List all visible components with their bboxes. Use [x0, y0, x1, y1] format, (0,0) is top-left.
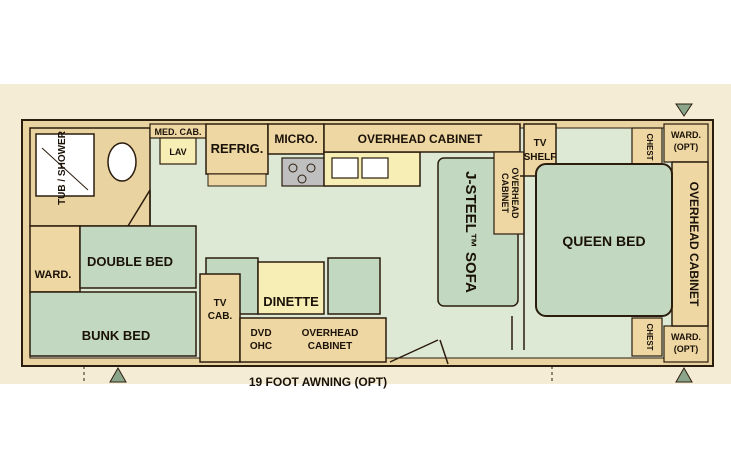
- queen-bed: [535, 163, 673, 317]
- ward-top-label: (OPT): [674, 142, 699, 152]
- chest-top-label: CHEST: [645, 133, 654, 160]
- micro-label: MICRO.: [274, 132, 317, 146]
- bunk-bed: [29, 291, 197, 357]
- awning-label: 19 FOOT AWNING (OPT): [249, 375, 387, 389]
- double-bed: [79, 225, 197, 289]
- tv-cab-label: TV: [214, 298, 227, 309]
- dinette-table: [257, 261, 325, 315]
- lav-label: LAV: [169, 147, 186, 157]
- bedroom-wall: [511, 175, 525, 350]
- refrig-label: REFRIG.: [211, 141, 264, 156]
- dvd-ohc-label: DVD: [250, 328, 271, 339]
- marker-bottom-left: [109, 366, 127, 383]
- chest-top: [631, 127, 663, 167]
- overhead-cabinet-bottom: [239, 317, 387, 363]
- overhead-cabinet-small: [493, 151, 525, 235]
- double-bed-label: DOUBLE BED: [87, 254, 173, 269]
- queen-bed-label: QUEEN BED: [562, 233, 645, 249]
- marker-top-right: [675, 103, 693, 117]
- tv-shelf-label: SHELF: [524, 152, 557, 163]
- refrigerator-base: [207, 173, 267, 187]
- bath-door-swing: [127, 189, 151, 227]
- toilet: [107, 142, 137, 182]
- sink-basin: [331, 157, 359, 179]
- overhead-cabinet-small-label: CABINET: [500, 173, 510, 214]
- wardrobe-top: [663, 123, 709, 163]
- tv-cab-label: CAB.: [208, 311, 233, 322]
- bunk-bed-label: BUNK BED: [82, 328, 151, 343]
- ward-left-label: WARD.: [35, 269, 72, 281]
- sink-basin: [361, 157, 389, 179]
- tub-divider: [41, 147, 89, 191]
- burner: [297, 174, 307, 184]
- wardrobe-bottom: [663, 325, 709, 363]
- stove: [281, 157, 325, 187]
- wardrobe-left: [29, 225, 81, 293]
- entry-door: [389, 339, 449, 365]
- tub-shower-label: TUB / SHOWER: [57, 130, 68, 205]
- lav-counter: [159, 137, 197, 165]
- burner: [288, 163, 298, 173]
- med-cab-label: MED. CAB.: [155, 127, 202, 137]
- tv-shelf-label: TV: [534, 138, 547, 149]
- overhead-cabinet-bottom-label: OVERHEAD: [302, 328, 359, 339]
- overhead-cabinet-right: [671, 161, 709, 327]
- dinette-seat-right: [327, 257, 381, 315]
- ward-bottom-label: WARD.: [671, 332, 701, 342]
- microwave: [267, 123, 325, 155]
- marker-bottom-right: [675, 366, 693, 383]
- chest-bottom-label: CHEST: [645, 323, 654, 350]
- ward-top-label: WARD.: [671, 130, 701, 140]
- overhead-cabinet-bottom-label: CABINET: [308, 341, 352, 352]
- dinette-label: DINETTE: [263, 294, 319, 309]
- chest-bottom: [631, 317, 663, 357]
- sofa-label: J-STEEL™ SOFA: [462, 171, 479, 293]
- overhead-cabinet-top-label: OVERHEAD CABINET: [358, 132, 483, 146]
- overhead-cabinet-right-label: OVERHEAD CABINET: [687, 182, 701, 307]
- tv-cabinet: [199, 273, 241, 363]
- tub-shower: [35, 133, 95, 197]
- ward-bottom-label: (OPT): [674, 344, 699, 354]
- burner: [306, 163, 316, 173]
- overhead-cabinet-top: [323, 123, 521, 153]
- dvd-ohc-label: OHC: [250, 341, 272, 352]
- overhead-cabinet-small-label: OVERHEAD: [510, 167, 520, 219]
